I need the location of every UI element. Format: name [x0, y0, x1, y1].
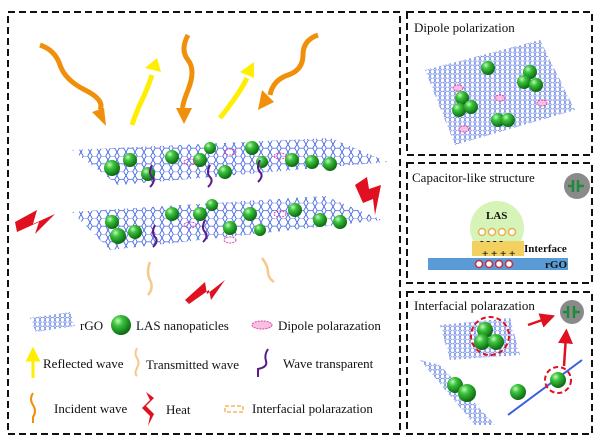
heat-icons [15, 177, 381, 304]
capacitor-icon-2 [560, 300, 584, 324]
interfacial-las-particles-right [510, 372, 566, 400]
dipole-rgo-sheet [425, 40, 575, 145]
capacitor-minus-signs: - - - - [480, 235, 503, 247]
legend-interfacial-label: Interfacial polarazation [252, 401, 373, 416]
reflected-wave-arrows [129, 74, 250, 126]
legend-dipole-icon [251, 320, 273, 330]
dipole-panel-title: Dipole polarization [414, 20, 515, 35]
legend-transparent-label: Wave transparent [283, 356, 374, 371]
interfacial-panel-title: Interfacial polarazation [414, 298, 535, 313]
legend-incident-icon [30, 392, 36, 423]
dipole-panel-frame [406, 11, 593, 156]
legend-interfacial-icon [224, 405, 244, 413]
dipole-las-clusters [452, 61, 543, 127]
capacitor-plus-signs: + + + + [482, 248, 515, 260]
dipole-icons-main [183, 148, 287, 244]
transmitted-wave-arrows [146, 257, 275, 296]
las-nanoparticles-main [104, 141, 347, 244]
capacitor-rgo-label: rGO [545, 259, 567, 271]
interfacial-arrow-2 [558, 328, 573, 367]
capacitor-interface-band [472, 241, 524, 256]
wave-transparent-arrows [149, 159, 263, 248]
interfacial-highlight-circle-2 [544, 366, 572, 394]
legend-transmitted-label: Transmitted wave [146, 357, 239, 372]
legend-dipole-label: Dipole polarazation [278, 318, 381, 333]
legend-heat-label: Heat [166, 402, 191, 417]
capacitor-interface-label: Interface [524, 243, 567, 255]
legend-rgo-icon [30, 312, 75, 332]
interfacial-panel-frame [406, 291, 593, 435]
dipole-icons [452, 84, 548, 133]
capacitor-rgo-charges [474, 259, 514, 269]
capacitor-las-charges [477, 227, 517, 237]
legend-reflected-icon [25, 346, 41, 378]
legend-heat-icon [142, 392, 154, 426]
interfacial-highlight-circle [470, 316, 510, 356]
incident-arrowheads [92, 90, 274, 126]
capacitor-panel-title: Capacitor-like structure [412, 170, 535, 185]
legend-las-icon [111, 315, 131, 335]
legend-transmitted-icon [134, 347, 140, 377]
legend-las-label: LAS nanopaticles [136, 318, 229, 333]
rgo-sheet-upper [72, 138, 388, 185]
legend-reflected-label: Reflected wave [43, 356, 124, 371]
capacitor-panel-frame [406, 162, 593, 284]
interfacial-arrow-1 [527, 313, 556, 328]
interfacial-las-cluster-top [474, 322, 504, 350]
reflected-arrowheads [145, 58, 254, 78]
interfacial-las-cluster-left [447, 377, 476, 402]
legend-rgo-label: rGO [80, 318, 103, 333]
capacitor-icon [564, 173, 590, 199]
interfacial-rgo-line [507, 359, 583, 416]
capacitor-las-label: LAS [486, 210, 507, 222]
incident-wave-arrows [39, 32, 319, 113]
legend-transparent-icon [257, 348, 269, 377]
legend-incident-label: Incident wave [54, 401, 128, 416]
